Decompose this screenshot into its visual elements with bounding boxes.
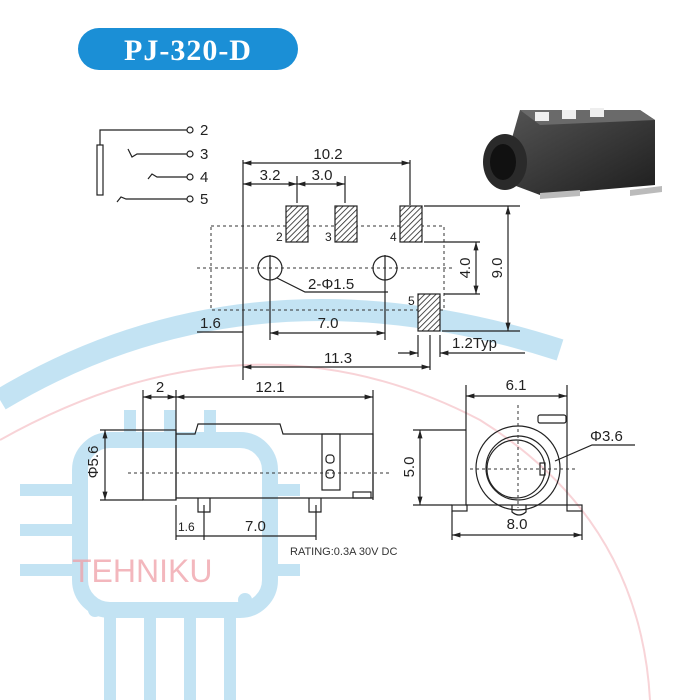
dim-1-2-typ: 1.2Typ [452,335,497,352]
dim-1-6-side: 1.6 [178,520,195,534]
pin-label: 4 [200,169,208,186]
dim-10-2: 10.2 [313,146,342,163]
title-badge: PJ-320-D [78,28,298,70]
pad-4 [399,205,423,243]
dim-1-6: 1.6 [200,315,221,332]
dim-11-3: 11.3 [324,350,352,367]
dim-6-1: 6.1 [506,377,527,394]
pin-label: 3 [200,146,208,163]
watermark-logo [0,299,651,700]
front-view: 6.1 Φ3.6 5.0 8.0 [401,377,635,540]
holes-callout: 2-Φ1.5 [308,276,354,293]
pad-label: 5 [408,294,415,308]
dim-5-0: 5.0 [401,457,418,478]
dim-12-1: 12.1 [255,379,284,396]
rating-text: RATING:0.3A 30V DC [290,546,397,558]
dim-4-0: 4.0 [457,258,474,279]
top-view-footprint: 10.2 3.2 3.0 2 3 4 5 2-Φ1.5 4.0 9.0 1.6 … [197,146,525,380]
pin-label: 5 [200,191,208,208]
side-view: 2 12.1 Φ5.6 1.6 7.0 [85,379,390,540]
pad-2 [285,205,309,243]
watermark-text: TEHNIKU [72,553,212,589]
pin-schematic: 2 3 4 5 [96,122,208,208]
dim-3-2: 3.2 [260,167,281,184]
dim-9-0: 9.0 [489,258,506,279]
pad-label: 3 [325,230,332,244]
dim-2: 2 [156,379,164,396]
product-photo [483,108,662,199]
dim-phi-5-6: Φ5.6 [85,446,102,479]
pin-label: 2 [200,122,208,139]
part-number-title: PJ-320-D [124,34,252,67]
dim-3-0: 3.0 [312,167,333,184]
pad-label: 4 [390,230,397,244]
pad-3 [334,205,358,243]
pad-5 [417,293,441,332]
dim-7-0: 7.0 [318,315,339,332]
dim-7-0-side: 7.0 [245,518,266,535]
dim-phi-3-6: Φ3.6 [590,428,623,445]
dim-8-0: 8.0 [507,516,528,533]
pad-label: 2 [276,230,283,244]
